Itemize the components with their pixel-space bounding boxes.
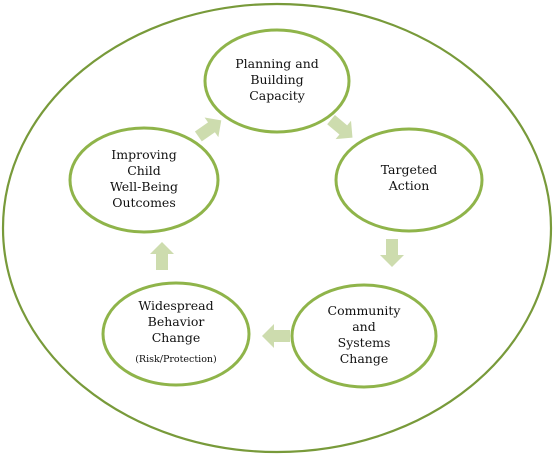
arrow-planning-to-targeted [327,115,353,140]
arrow-community-to-widespread [262,324,290,348]
node-label-line: Change [152,330,201,345]
arrow-left-icon [262,324,290,348]
node-label-line: Systems [338,335,391,350]
node-improving-child-well-being-outcomes: Improving Child Well-Being Outcomes [68,126,220,234]
node-widespread-behavior-change: Widespread Behavior Change (Risk/Protect… [101,281,251,387]
arrow-right-down-icon [327,115,353,140]
node-targeted-action: Targeted Action [334,127,484,233]
node-label-line: Planning and [235,56,319,71]
arrow-improving-to-planning [194,117,222,142]
node-circle [203,28,351,134]
node-label-line: Child [127,163,161,178]
node-label-line: Change [340,351,389,366]
node-note: (Risk/Protection) [135,354,217,365]
node-label-line: Capacity [249,88,305,103]
node-label-line: Widespread [138,298,213,313]
arrow-up-icon [150,242,174,270]
node-community-systems-change: Community and Systems Change [290,283,438,389]
node-label-line: Community [328,303,402,318]
arrow-down-icon [380,239,404,267]
node-circle [101,281,251,387]
node-label-line: Well-Being [110,179,178,194]
node-circle [290,283,438,389]
node-label-line: Behavior [148,314,205,329]
arrow-widespread-to-improving [150,242,174,270]
node-label-line: and [352,319,376,334]
node-label-line: Outcomes [112,195,176,210]
node-label-line: Improving [111,147,176,162]
node-label-line: Targeted [381,162,438,177]
node-planning-building-capacity: Planning and Building Capacity [203,28,351,134]
node-circle [334,127,484,233]
arrow-up-right-icon [194,117,222,142]
node-label-line: Building [250,72,303,87]
arrow-targeted-to-community [380,239,404,267]
node-circle [68,126,220,234]
node-label-line: Action [388,178,430,193]
